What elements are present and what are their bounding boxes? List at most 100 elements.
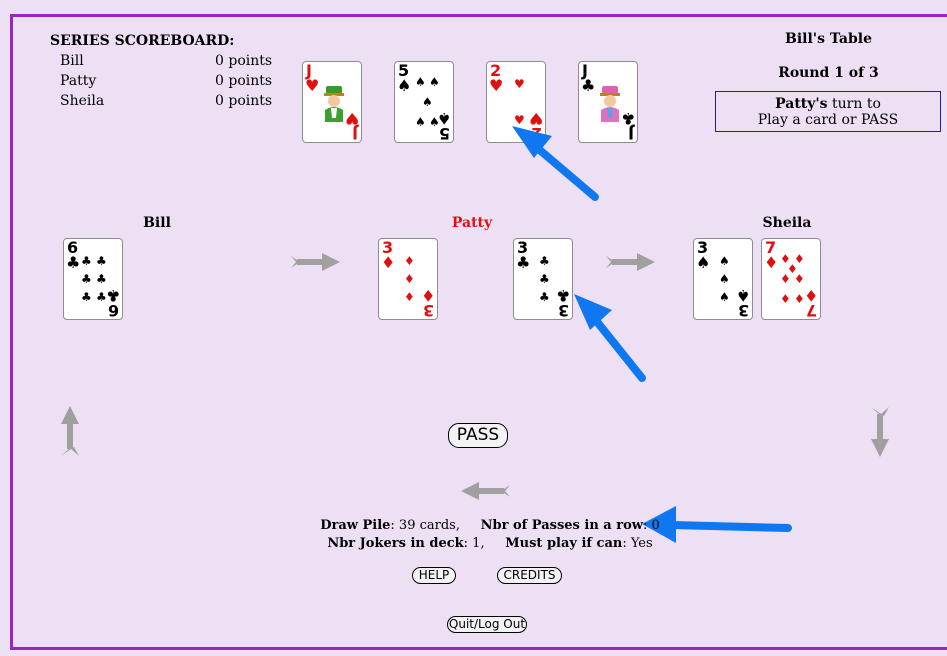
card-rank: 7: [765, 238, 777, 257]
card-pip: ♣: [539, 290, 550, 304]
card-rank: J: [582, 61, 588, 80]
card-pip: ♣: [81, 272, 92, 286]
player-name-sheila: Sheila: [762, 215, 812, 231]
blue-pointer-arrow-icon: [574, 294, 646, 382]
jack-face-icon: [324, 86, 344, 122]
patty-card-three-diamonds[interactable]: 3 ♦ ♦ ♦ ♦ 3 ♦: [378, 238, 438, 320]
info-line-2: Nbr Jokers in deck: 1, Must play if can:…: [300, 536, 680, 551]
card-pip: ♦: [404, 272, 415, 286]
arrow-left-icon: [461, 482, 510, 500]
scoreboard-player-name: Patty: [60, 73, 97, 89]
card-pip: ♦: [780, 272, 791, 286]
card-pip: ♦: [794, 252, 805, 266]
scoreboard-title: SERIES SCOREBOARD:: [50, 33, 235, 49]
card-suit: ♥: [305, 76, 320, 95]
card-rank: 2: [490, 61, 502, 80]
draw-pile-label: Draw Pile: [320, 518, 391, 533]
top-card-five-spades: 5 ♠ ♠ ♠ ♠ ♠ ♠ 5 ♠: [394, 61, 454, 143]
credits-button[interactable]: CREDITS: [497, 567, 562, 584]
card-pip: ♦: [780, 252, 791, 266]
card-pip: ♣: [539, 254, 550, 268]
card-pip: ♦: [404, 254, 415, 268]
card-suit: ♥: [489, 76, 504, 95]
scoreboard-player-points: 0 points: [215, 93, 273, 109]
card-rank: 6: [67, 238, 79, 257]
jack-face-icon: [600, 86, 620, 122]
round-indicator: Round 1 of 3: [778, 65, 879, 81]
card-pip: ♣: [81, 290, 92, 304]
info-line-1: Draw Pile: 39 cards, Nbr of Passes in a …: [300, 518, 680, 533]
must-play-label: Must play if can: [505, 536, 623, 551]
blue-pointer-arrow-icon: [642, 506, 792, 543]
card-pip: ♦: [404, 290, 415, 304]
patty-card-three-clubs[interactable]: 3 ♣ ♣ ♣ ♣ 3 ♣: [513, 238, 573, 320]
quit-logout-button[interactable]: Quit/Log Out: [447, 616, 527, 633]
turn-status-box: Patty's turn to Play a card or PASS: [715, 91, 941, 132]
pass-button[interactable]: PASS: [448, 423, 508, 448]
card-pip: ♠: [415, 115, 426, 129]
top-card-jack-hearts: J ♥ J ♥: [302, 61, 362, 143]
card-pip: ♣: [539, 272, 550, 286]
scoreboard-player-points: 0 points: [215, 53, 273, 69]
player-name-bill: Bill: [143, 215, 171, 231]
card-suit: ♠: [696, 253, 711, 272]
must-play-value: : Yes: [622, 536, 653, 551]
card-suit: ♣: [516, 253, 531, 272]
player-name-patty-active: Patty: [451, 215, 493, 231]
turn-player: Patty's: [775, 96, 828, 112]
sheila-card-seven-diamonds[interactable]: 7 ♦ ♦ ♦ ♦ ♦ ♦ ♦ ♦ 7 ♦: [761, 238, 821, 320]
card-pip: ♦: [794, 292, 805, 306]
table-name: Bill's Table: [785, 31, 872, 47]
card-rank: J: [306, 61, 312, 80]
card-pip: ♣: [96, 254, 107, 268]
passes-label: Nbr of Passes in a row: [480, 518, 643, 533]
card-pip: ♠: [415, 75, 426, 89]
bill-card-six-clubs[interactable]: 6 ♣ ♣ ♣ ♣ ♣ ♣ ♣ 6 ♣: [63, 238, 123, 320]
draw-pile-value: : 39 cards,: [390, 518, 460, 533]
arrow-right-icon: [606, 253, 655, 271]
card-suit: ♠: [397, 76, 412, 95]
scoreboard-player-points: 0 points: [215, 73, 273, 89]
card-pip: ♦: [780, 292, 791, 306]
scoreboard-player-name: Sheila: [60, 93, 105, 109]
card-suit: ♦: [764, 253, 779, 272]
card-pip: ♣: [96, 290, 107, 304]
card-rank: 3: [517, 238, 529, 257]
card-pip: ♠: [429, 115, 440, 129]
arrow-down-icon: [871, 407, 889, 457]
scoreboard-row-bill: Bill 0 points: [60, 53, 273, 69]
sheila-card-three-spades[interactable]: 3 ♠ ♠ ♠ ♠ 3 ♠: [693, 238, 753, 320]
card-pip: ♠: [422, 95, 433, 109]
jokers-value: : 1,: [463, 536, 485, 551]
card-suit: ♣: [581, 76, 596, 95]
card-pip: ♥: [514, 77, 525, 91]
turn-action: Play a card or PASS: [757, 112, 899, 128]
card-pip: ♠: [719, 254, 730, 268]
arrow-up-icon: [61, 406, 79, 456]
card-pip: ♦: [787, 262, 798, 276]
turn-text: turn to: [827, 96, 881, 112]
card-rank: 3: [697, 238, 709, 257]
top-card-jack-clubs: J ♣ J ♣: [578, 61, 638, 143]
help-button[interactable]: HELP: [412, 567, 456, 584]
blue-pointer-arrow-icon: [512, 126, 599, 201]
card-pip: ♦: [794, 272, 805, 286]
card-suit: ♣: [66, 253, 81, 272]
card-pip: ♠: [719, 272, 730, 286]
jokers-label: Nbr Jokers in deck: [327, 536, 464, 551]
card-rank: 3: [382, 238, 394, 257]
card-pip: ♠: [719, 290, 730, 304]
card-pip: ♣: [81, 254, 92, 268]
arrow-right-icon: [291, 253, 340, 271]
scoreboard-player-name: Bill: [60, 53, 84, 69]
card-suit: ♦: [381, 253, 396, 272]
passes-value: : 0: [642, 518, 660, 533]
card-rank: 5: [398, 61, 410, 80]
card-pip: ♣: [96, 272, 107, 286]
card-pip: ♥: [514, 113, 525, 127]
card-pip: ♠: [429, 75, 440, 89]
scoreboard-row-patty: Patty 0 points: [60, 73, 273, 89]
scoreboard-row-sheila: Sheila 0 points: [60, 93, 273, 109]
